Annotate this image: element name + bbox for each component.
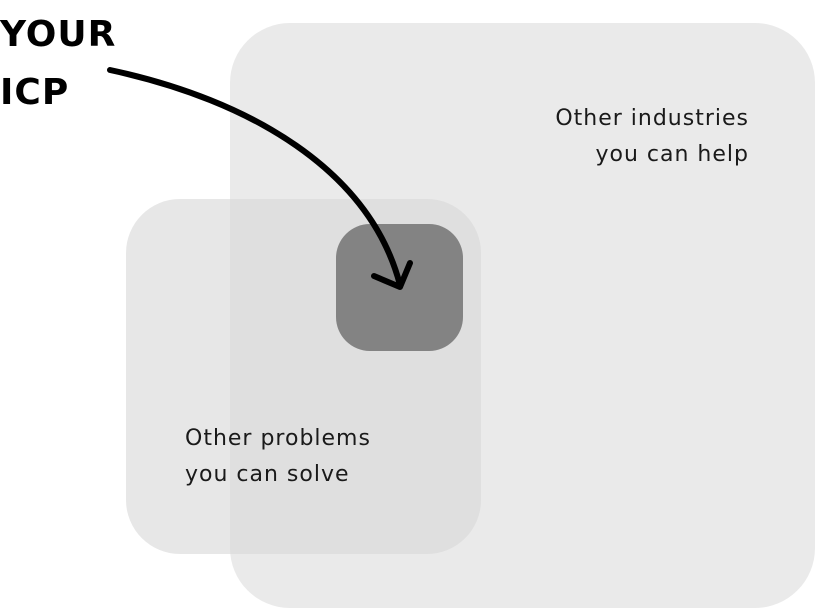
icp-title-line1: YOUR	[0, 14, 117, 55]
icp-title-line2: ICP	[0, 72, 70, 113]
other-industries-line2: you can help	[595, 142, 749, 167]
other-industries-line1: Other industries	[555, 106, 749, 131]
icp-title: YOUR ICP	[0, 6, 116, 122]
other-problems-label: Other problems you can solve	[185, 421, 371, 493]
other-industries-label: Other industries you can help	[555, 101, 749, 173]
other-problems-line2: you can solve	[185, 462, 350, 487]
other-problems-line1: Other problems	[185, 426, 371, 451]
icp-region	[336, 224, 463, 351]
